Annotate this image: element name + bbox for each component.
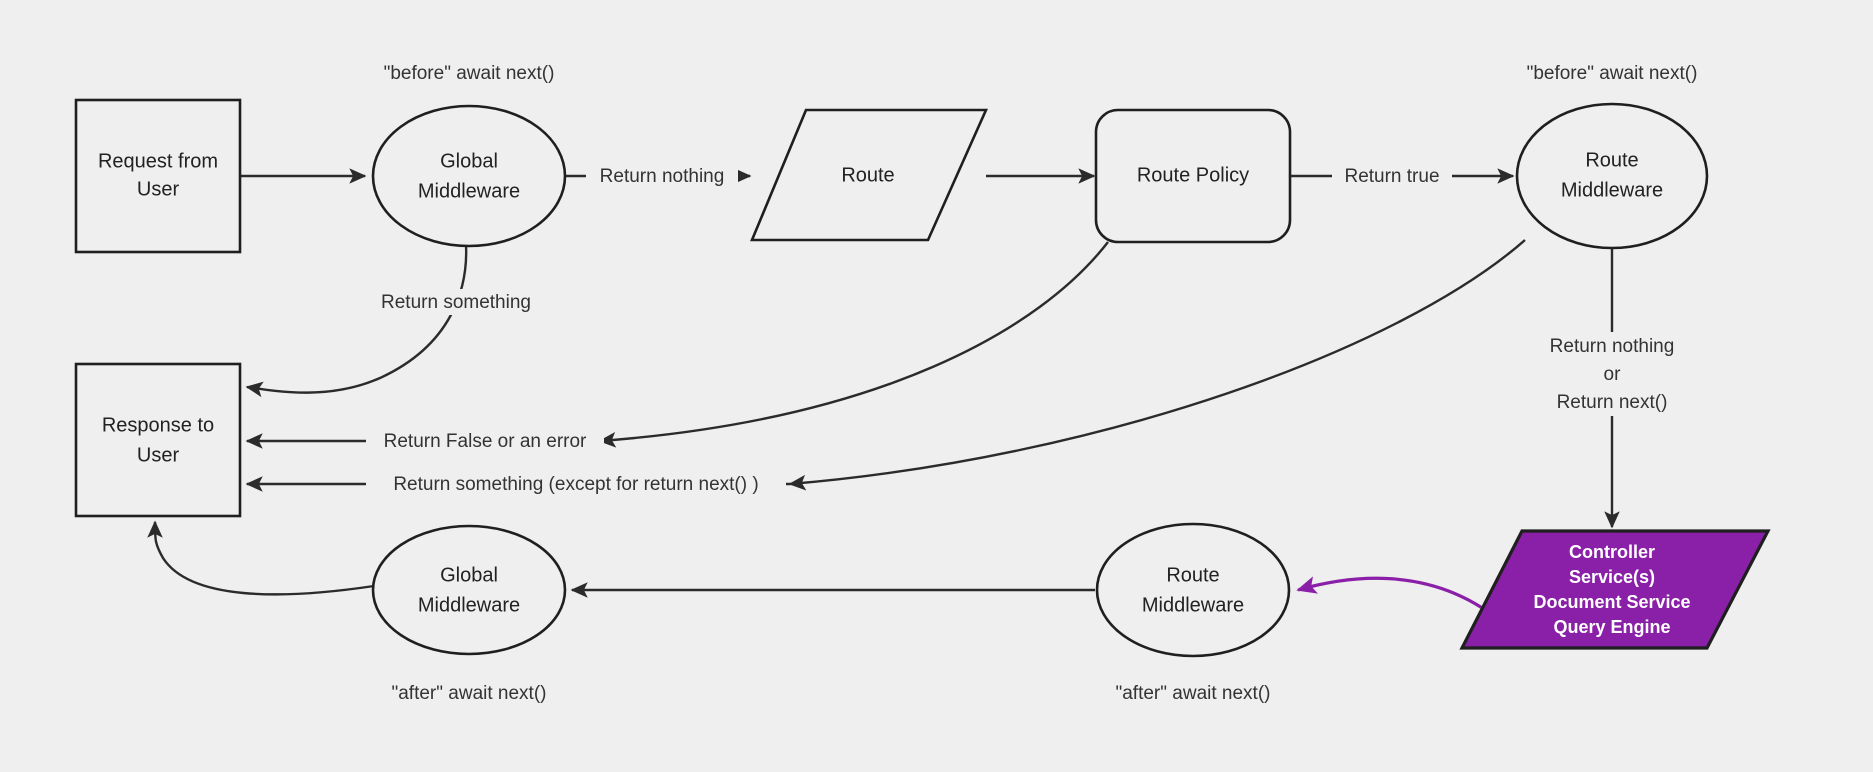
node-route-policy[interactable]: Route Policy (1094, 108, 1292, 244)
node-route-middleware-top[interactable]: Route Middleware (1515, 102, 1709, 250)
node-route-middleware-bottom-line1: Route (1166, 564, 1219, 586)
node-route[interactable]: Route (750, 108, 989, 242)
node-controller-services-line2: Service(s) (1569, 567, 1655, 587)
edge-global-middleware-to-response (245, 244, 468, 398)
node-controller-services-line4: Query Engine (1553, 617, 1670, 637)
node-global-middleware-top[interactable]: Global Middleware (371, 104, 567, 248)
edge-label-return-something-except-next-text: Return something (except for return next… (393, 474, 758, 495)
edge-controller-to-route-middleware-bottom (1296, 576, 1507, 627)
note-after-await-next-route: "after" await next() (1116, 683, 1271, 704)
edge-label-return-nothing-or-next-line2: or (1604, 364, 1622, 385)
node-route-middleware-bottom[interactable]: Route Middleware (1095, 522, 1291, 658)
edge-label-return-true: Return true (1332, 163, 1452, 189)
node-controller-services[interactable]: Controller Service(s) Document Service Q… (1459, 529, 1771, 650)
node-global-middleware-bottom-line1: Global (440, 564, 498, 586)
edge-route-middleware-to-response (788, 239, 1526, 491)
note-after-await-next-global: "after" await next() (392, 683, 547, 704)
edge-global-middleware-bottom-to-response (147, 520, 375, 596)
node-global-middleware-bottom-line2: Middleware (418, 594, 520, 616)
edge-label-return-nothing-or-next-line1: Return nothing (1550, 336, 1675, 357)
node-route-middleware-bottom-line2: Middleware (1142, 594, 1244, 616)
node-global-middleware-top-line2: Middleware (418, 180, 520, 202)
node-response-to-user[interactable]: Response to User (74, 362, 242, 518)
edge-label-return-true-text: Return true (1344, 166, 1439, 187)
edge-label-return-nothing-text: Return nothing (600, 166, 725, 187)
edge-label-return-false-or-error-text: Return False or an error (384, 431, 587, 452)
node-response-to-user-line2: User (137, 444, 180, 466)
edge-label-return-nothing-or-next: Return nothing or Return next() (1525, 332, 1701, 416)
edge-label-return-something-except-next: Return something (except for return next… (366, 472, 786, 498)
node-request-from-user-line2: User (137, 178, 180, 200)
node-route-policy-label: Route Policy (1137, 164, 1249, 186)
node-request-from-user-line1: Request from (98, 150, 218, 172)
edge-label-return-something-text: Return something (381, 292, 531, 313)
node-controller-services-line3: Document Service (1533, 592, 1690, 612)
edge-label-return-something: Return something (366, 289, 546, 315)
node-global-middleware-top-line1: Global (440, 150, 498, 172)
edge-route-policy-to-response (598, 241, 1109, 448)
edge-label-return-nothing-or-next-line3: Return next() (1557, 392, 1668, 413)
edge-label-return-false-or-error: Return False or an error (366, 428, 604, 454)
note-before-await-next-route: "before" await next() (1527, 63, 1698, 84)
note-before-await-next-global: "before" await next() (384, 63, 555, 84)
node-request-from-user[interactable]: Request from User (74, 98, 242, 254)
node-response-to-user-line1: Response to (102, 414, 214, 436)
edge-label-return-nothing: Return nothing (586, 163, 738, 189)
node-global-middleware-bottom[interactable]: Global Middleware (371, 524, 567, 656)
node-route-middleware-top-line1: Route (1585, 149, 1638, 171)
node-controller-services-line1: Controller (1569, 542, 1655, 562)
node-route-label: Route (841, 164, 894, 186)
node-route-middleware-top-line2: Middleware (1561, 179, 1663, 201)
